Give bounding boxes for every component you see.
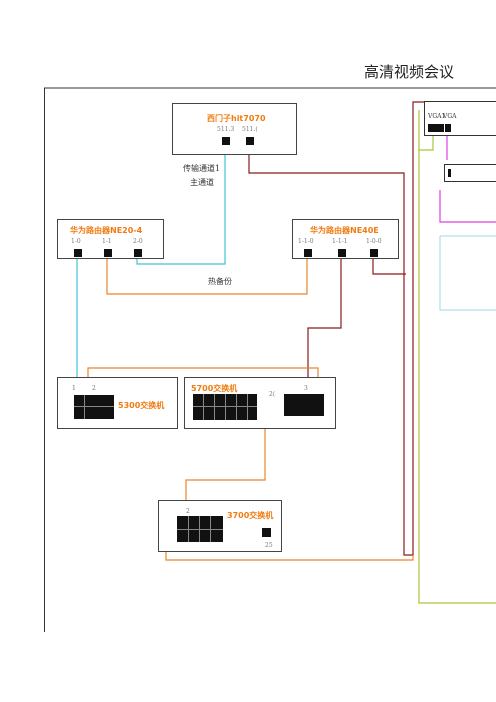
siemens-port-label-2: 511.(	[242, 126, 258, 133]
sw3700-name: 3700交换机	[227, 511, 274, 520]
router-ne40e-box: 华为路由器NE40E 1-1-0 1-1-1 1-0-0	[292, 219, 399, 259]
router-ne20-box: 华为路由器NE20-4 1-0 1-1 2-0	[57, 219, 164, 259]
right-panel-box: VGA1 VGA	[424, 101, 496, 136]
right-panel-small-box	[444, 164, 496, 182]
darkred-link-right	[248, 101, 430, 556]
right-panel-label-1: VGA1	[428, 113, 446, 120]
siemens-hit7070-box: 西门子hit7070 511.3 511.(	[172, 103, 297, 155]
router-ne40e-port-1[interactable]	[304, 249, 312, 257]
lightblue-link	[439, 236, 496, 311]
sw3700-port-25[interactable]	[262, 528, 271, 537]
sw5300-port-label-2: 2	[92, 385, 96, 392]
switch-5300-box: 1 2 5300交换机	[57, 377, 178, 429]
right-panel-port-1[interactable]	[428, 124, 444, 132]
sw5700-uplink-block[interactable]	[284, 394, 324, 416]
sw3700-port-label-2: 2	[186, 508, 190, 515]
orange-hot-backup	[106, 258, 308, 295]
router-ne20-port-1[interactable]	[74, 249, 82, 257]
switch-5700-box: 5700交换机 2( 3	[184, 377, 336, 429]
router-ne20-port-label-2: 1-1	[102, 238, 112, 245]
right-panel-label-2: VGA	[443, 113, 457, 120]
siemens-port-1[interactable]	[222, 137, 230, 145]
router-ne20-port-2[interactable]	[104, 249, 112, 257]
page-title: 高清视频会议	[364, 63, 455, 81]
darkred-link-ne40	[372, 258, 406, 275]
router-ne20-name: 华为路由器NE20-4	[70, 226, 143, 235]
green-link	[418, 110, 496, 604]
note-transmission: 传输通道1	[183, 164, 221, 173]
router-ne20-port-3[interactable]	[134, 249, 142, 257]
siemens-name: 西门子hit7070	[207, 114, 266, 123]
router-ne40e-port-2[interactable]	[338, 249, 346, 257]
router-ne40e-port-label-3: 1-0-0	[366, 238, 382, 245]
right-panel-port-2[interactable]	[445, 124, 451, 132]
sw5300-port-block[interactable]	[74, 395, 114, 419]
sw5700-port-label-3: 3	[304, 385, 308, 392]
note-hot-backup: 热备份	[208, 277, 232, 286]
switch-3700-box: 2 3700交换机 25	[158, 500, 282, 552]
green-link-2	[419, 135, 434, 151]
router-ne40e-port-label-1: 1-1-0	[298, 238, 314, 245]
sw5300-name: 5300交换机	[118, 401, 165, 410]
siemens-port-label-1: 511.3	[217, 126, 235, 133]
router-ne40e-port-label-2: 1-1-1	[332, 238, 348, 245]
cyan-link-main	[136, 146, 226, 265]
sw5700-name: 5700交换机	[191, 384, 238, 393]
magenta-link-2	[439, 190, 496, 223]
note-main-channel: 主通道	[190, 178, 214, 187]
router-ne20-port-label-1: 1-0	[71, 238, 81, 245]
darkred-link-5700	[307, 258, 342, 394]
sw5300-port-label-1: 1	[72, 385, 76, 392]
sw3700-port-label-25: 25	[265, 542, 273, 549]
sw5700-port-label-2: 2(	[269, 391, 276, 398]
router-ne40e-name: 华为路由器NE40E	[310, 226, 379, 235]
siemens-port-2[interactable]	[246, 137, 254, 145]
router-ne40e-port-3[interactable]	[370, 249, 378, 257]
router-ne20-port-label-3: 2-0	[133, 238, 143, 245]
